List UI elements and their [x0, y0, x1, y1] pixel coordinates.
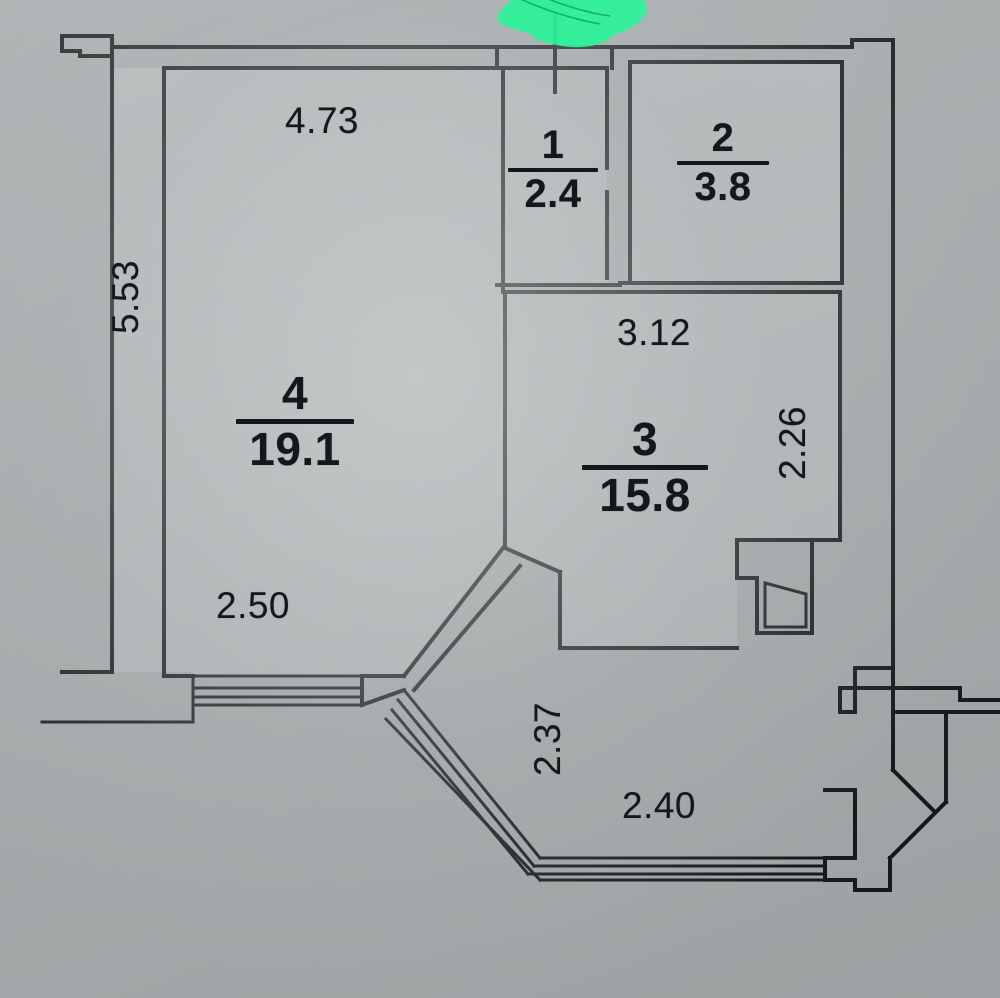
- room-2-number: 2: [711, 116, 735, 160]
- room-1-area: 2.4: [524, 172, 582, 216]
- room-tag-4: 4 19.1: [236, 370, 354, 472]
- dimension-label-top-473: 4.73: [285, 100, 360, 141]
- room-4-number: 4: [281, 367, 309, 419]
- room-3-area: 15.8: [599, 469, 691, 521]
- balcony-lower-rail: [383, 687, 543, 883]
- room-3-divider: [582, 465, 708, 470]
- room-tag-2: 2 3.8: [677, 118, 769, 207]
- dimension-label-left-553: 5.53: [105, 260, 146, 335]
- dimension-label-right-226: 2.26: [772, 406, 813, 481]
- room-2-area: 3.8: [694, 165, 752, 209]
- room-1-number: 1: [541, 123, 565, 167]
- room-4-area: 19.1: [249, 423, 341, 475]
- door-swing-icon: [763, 581, 808, 629]
- dimension-label-balcony-240: 2.40: [622, 785, 697, 826]
- dimension-label-bottom-250: 2.50: [216, 585, 291, 626]
- balcony-left-glazing: [40, 674, 364, 724]
- right-lower-structure: [838, 666, 895, 714]
- right-shaft-block: [823, 710, 949, 892]
- room-2-divider: [677, 161, 769, 165]
- right-outer-structure: [891, 686, 1000, 714]
- dimension-label-balcony-237: 2.37: [527, 702, 568, 777]
- room-tag-3: 3 15.8: [582, 416, 708, 518]
- right-outer-diagonal: [890, 710, 938, 815]
- room-tag-1: 1 2.4: [508, 125, 598, 214]
- room-1-divider: [508, 168, 598, 172]
- dimension-label-mid-312: 3.12: [617, 312, 692, 353]
- room-3-number: 3: [631, 413, 659, 465]
- room-4-divider: [236, 419, 354, 424]
- balcony-bottom-glazing: [526, 856, 827, 882]
